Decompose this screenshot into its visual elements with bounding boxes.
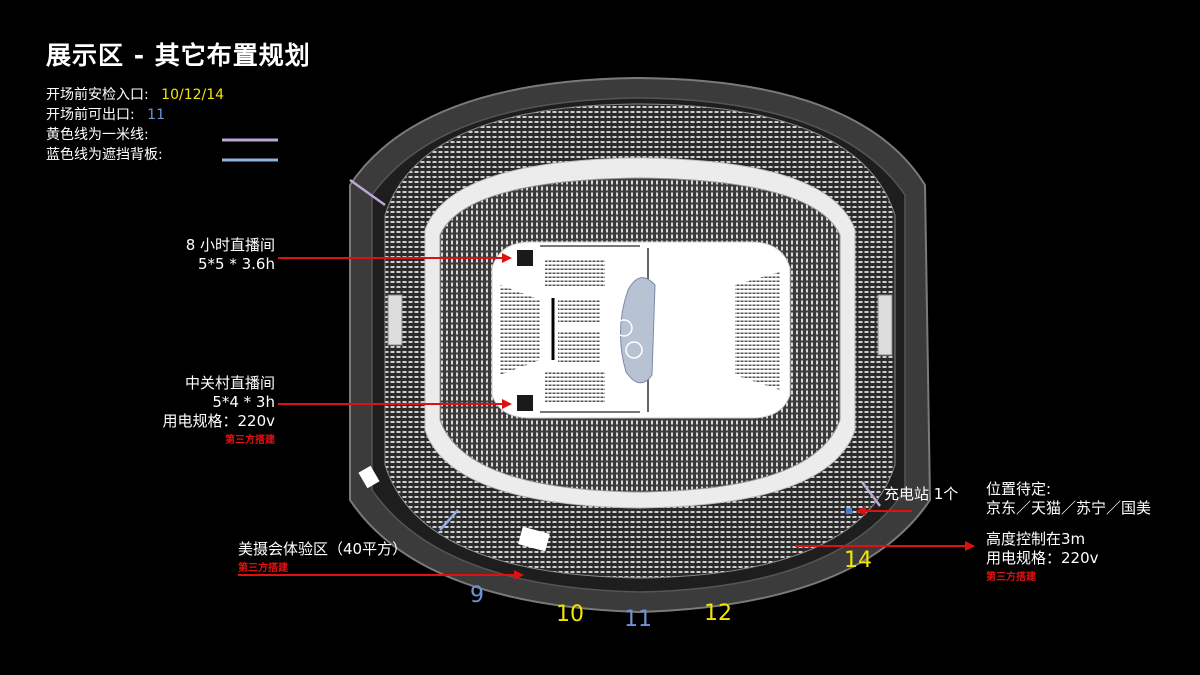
brand-label: 位置待定: 京东／天猫／苏宁／国美	[986, 480, 1151, 518]
exit-value: 11	[147, 107, 165, 123]
entry-value: 10/12/14	[161, 87, 225, 103]
meishe-area-box	[518, 526, 550, 552]
right-note: 第三方搭建	[986, 572, 1036, 583]
zgc-size: 5*4 * 3h	[212, 393, 275, 411]
barrier-line-legend: 蓝色线为遮挡背板:	[46, 147, 163, 163]
power-spec: 用电规格：220v	[986, 549, 1099, 567]
page-title: 展示区 - 其它布置规划	[46, 41, 311, 70]
meishe-note: 第三方搭建	[238, 563, 288, 574]
studio-8h-box	[517, 250, 533, 266]
brands-list: 京东／天猫／苏宁／国美	[986, 499, 1152, 517]
stage	[615, 248, 656, 412]
spec-label: 高度控制在3m 用电规格：220v 第三方搭建	[986, 530, 1099, 587]
gate-10: 10	[556, 602, 584, 627]
entry-legend: 开场前安检入口: 10/12/14	[46, 85, 224, 105]
height-spec: 高度控制在3m	[986, 530, 1086, 548]
meishe-label: 美摄会体验区（40平方） 第三方搭建	[238, 540, 407, 578]
entry-label: 开场前安检入口:	[46, 87, 149, 103]
studio-zgc-box	[517, 395, 533, 411]
gate-14: 14	[844, 548, 872, 573]
zgc-note: 第三方搭建	[225, 435, 275, 446]
studio-8h-title: 8 小时直播间	[185, 236, 275, 254]
charging-station-marker	[846, 508, 852, 514]
charging-label: 充电站 1个	[884, 485, 959, 503]
studio-8h-size: 5*5 * 3.6h	[198, 255, 275, 273]
gate-11: 11	[624, 607, 652, 632]
one-meter-line-legend: 黄色线为一米线:	[46, 127, 149, 143]
gate-9: 9	[470, 583, 484, 608]
zgc-title: 中关村直播间	[184, 374, 275, 392]
zgc-studio-label: 中关村直播间 5*4 * 3h 用电规格：220v 第三方搭建	[120, 374, 275, 450]
gate-12: 12	[704, 601, 732, 626]
legend: 开场前安检入口: 10/12/14 开场前可出口: 11 黄色线为一米线: 蓝色…	[46, 85, 224, 165]
studio-8h-label: 8 小时直播间 5*5 * 3.6h	[120, 236, 275, 274]
exit-label: 开场前可出口:	[46, 107, 135, 123]
zgc-power: 用电规格：220v	[162, 412, 275, 430]
position-label: 位置待定:	[986, 480, 1052, 498]
exit-legend: 开场前可出口: 11	[46, 105, 224, 125]
meishe-title: 美摄会体验区（40平方）	[238, 540, 408, 558]
